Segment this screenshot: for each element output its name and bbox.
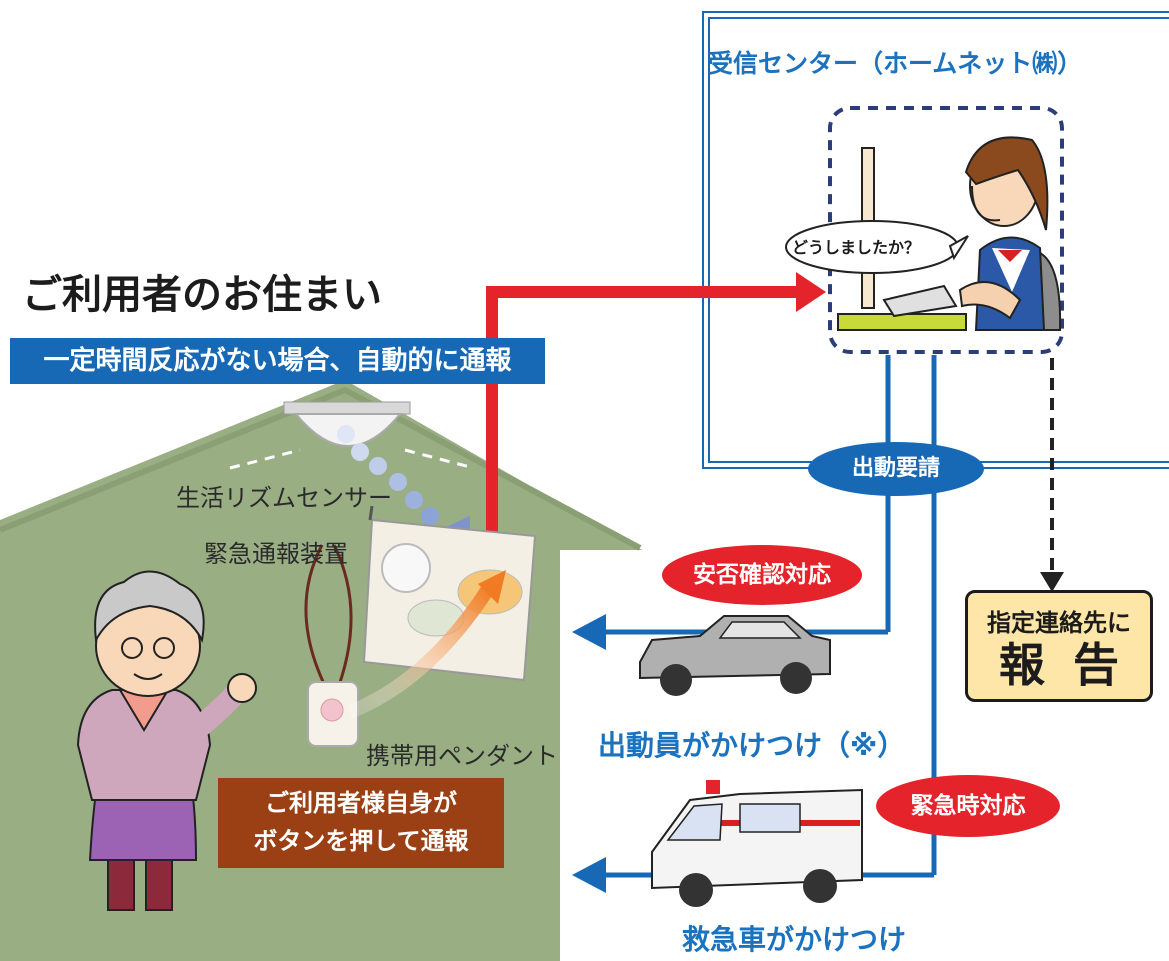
report-arrow [1040, 358, 1064, 592]
emergency-response-badge: 緊急時対応 [876, 775, 1060, 837]
report-line-2: 報告 [999, 638, 1147, 692]
rhythm-sensor-label: 生活リズムセンサー [176, 484, 392, 512]
dispatch-request-badge: 出動要請 [808, 442, 984, 496]
red-alert-line [486, 272, 826, 535]
auto-notice-banner: 一定時間反応がない場合、自動的に通報 [10, 338, 545, 384]
staff-car [639, 615, 831, 696]
center-title: 受信センター（ホームネット㈱） [708, 49, 1083, 78]
pendant-device [304, 544, 506, 747]
elderly-user-illustration [76, 570, 257, 911]
operator-panel [785, 106, 1064, 354]
ambulance-rush-label: 救急車がかけつけ [682, 923, 907, 956]
report-box: 指定連絡先に 報告 [965, 590, 1153, 702]
report-line-1: 指定連絡先に [987, 609, 1131, 637]
pendant-label: 携帯用ペンダント [366, 742, 558, 770]
staff-rush-label: 出動員がかけつけ（※） [598, 729, 906, 762]
self-report-line-1: ご利用者様自身が [265, 789, 457, 817]
house [0, 380, 642, 961]
self-report-line-2: ボタンを押して通報 [253, 827, 469, 855]
ambulance [651, 780, 863, 907]
dispatch-arrowheads [572, 614, 606, 893]
emergency-device-label: 緊急通報装置 [204, 540, 348, 568]
operator-speech-bubble: どうしましたか？ [792, 238, 921, 257]
safety-check-badge: 安否確認対応 [662, 545, 862, 605]
residence-title: ご利用者のお住まい [22, 272, 382, 318]
self-report-box: ご利用者様自身が ボタンを押して通報 [218, 778, 504, 868]
